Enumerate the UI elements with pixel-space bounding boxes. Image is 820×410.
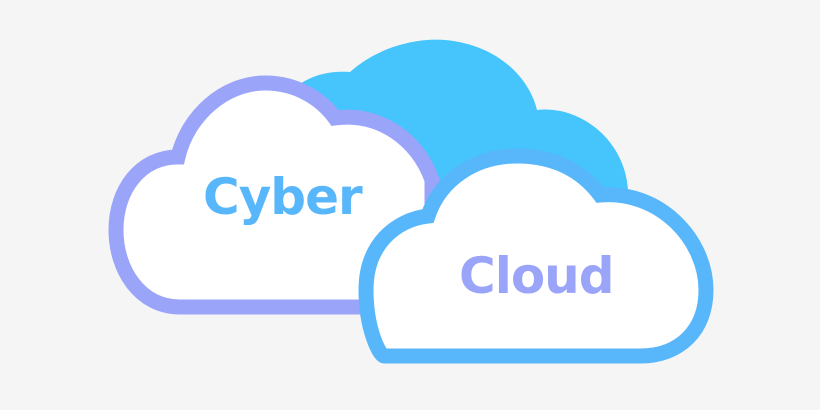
logo-word-cyber: Cyber (203, 168, 363, 226)
logo-word-cloud: Cloud (459, 247, 615, 305)
blue-cloud-shape (358, 148, 714, 364)
purple-cloud-shape (108, 75, 440, 315)
